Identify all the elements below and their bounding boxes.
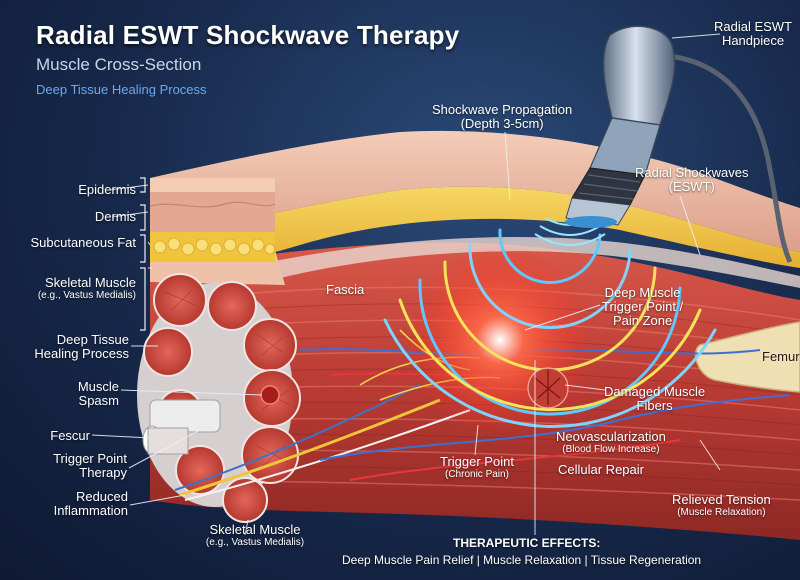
neovascularization-sub: (Blood Flow Increase): [562, 444, 660, 455]
page-title: Radial ESWT Shockwave Therapy: [36, 20, 460, 50]
label-relieved-tension: Relieved Tension (Muscle Relaxation): [672, 493, 771, 519]
fascia-layer: [270, 236, 800, 288]
fat-layer: [150, 186, 800, 278]
effects-heading: THERAPEUTIC EFFECTS:: [453, 536, 601, 550]
skeletal-muscle-bottom-title: Skeletal Muscle: [209, 522, 301, 537]
label-fascia: Fascia: [326, 282, 365, 297]
device-cable: [659, 52, 793, 264]
effects-text: Deep Muscle Pain Relief | Muscle Relaxat…: [342, 553, 702, 567]
shockwave-arcs: [383, 228, 717, 428]
neovascularization-title: Neovascularization: [556, 429, 666, 444]
damaged-fibers: [527, 367, 569, 409]
nerve-bundle: [174, 384, 471, 501]
label-epidermis: Epidermis: [78, 182, 136, 197]
relieved-tension-title: Relieved Tension: [672, 492, 771, 507]
dermis-texture: [149, 201, 276, 208]
trigger-point-title: Trigger Point: [440, 454, 514, 469]
dermis-band: [150, 192, 275, 232]
page-subtitle-secondary: Deep Tissue Healing Process: [36, 82, 207, 97]
label-fescur: Fescur: [50, 428, 90, 443]
skeletal-muscle-bottom-sub: (e.g., Vastus Medialis): [205, 537, 305, 548]
relieved-tension-sub: (Muscle Relaxation): [677, 507, 766, 518]
skeletal-muscle-left-title: Skeletal Muscle: [44, 275, 136, 290]
label-femur: Femur: [762, 349, 800, 364]
spasm-knot: [260, 385, 280, 405]
label-dermis: Dermis: [94, 209, 136, 224]
tendon-cylinder: [142, 399, 221, 455]
label-subcutaneous-fat: Subcutaneous Fat: [30, 235, 136, 250]
label-damaged-fibers: Damaged Muscle Fibers: [604, 384, 706, 413]
label-reduced-inflammation: Reduced Inflammation: [53, 489, 128, 518]
label-trigger-point: Trigger Point (Chronic Pain): [440, 455, 514, 481]
label-propagation: Shockwave Propagation (Depth 3-5cm): [432, 102, 573, 131]
fat-globules: [153, 237, 276, 256]
label-skeletal-muscle-bottom: Skeletal Muscle (e.g., Vastus Medialis): [190, 523, 320, 549]
skeletal-muscle-left-sub: (e.g., Vastus Medialis): [37, 290, 136, 301]
label-radial-shockwaves: Radial Shockwaves (ESWT): [635, 165, 749, 194]
label-neovascularization: Neovascularization (Blood Flow Increase): [556, 430, 666, 456]
label-muscle-spasm: Muscle Spasm: [77, 379, 119, 408]
bracket-lines: [140, 177, 146, 331]
label-handpiece: Radial ESWT Handpiece: [714, 19, 793, 48]
eswt-handpiece: [565, 25, 793, 264]
page-subtitle: Muscle Cross-Section: [36, 55, 202, 74]
trigger-point-sub: (Chronic Pain): [445, 469, 509, 480]
label-deep-tissue: Deep Tissue Healing Process: [34, 332, 129, 361]
label-skeletal-muscle-left: Skeletal Muscle (e.g., Vastus Medialis): [0, 276, 136, 302]
label-trigger-point-therapy: Trigger Point Therapy: [53, 451, 127, 480]
leader-lines: [91, 33, 721, 536]
label-cellular-repair: Cellular Repair: [558, 462, 644, 477]
femur-bone: [694, 321, 800, 393]
epidermis-band: [150, 178, 275, 192]
label-deep-trigger: Deep Muscle Trigger Point / Pain Zone: [602, 285, 684, 328]
